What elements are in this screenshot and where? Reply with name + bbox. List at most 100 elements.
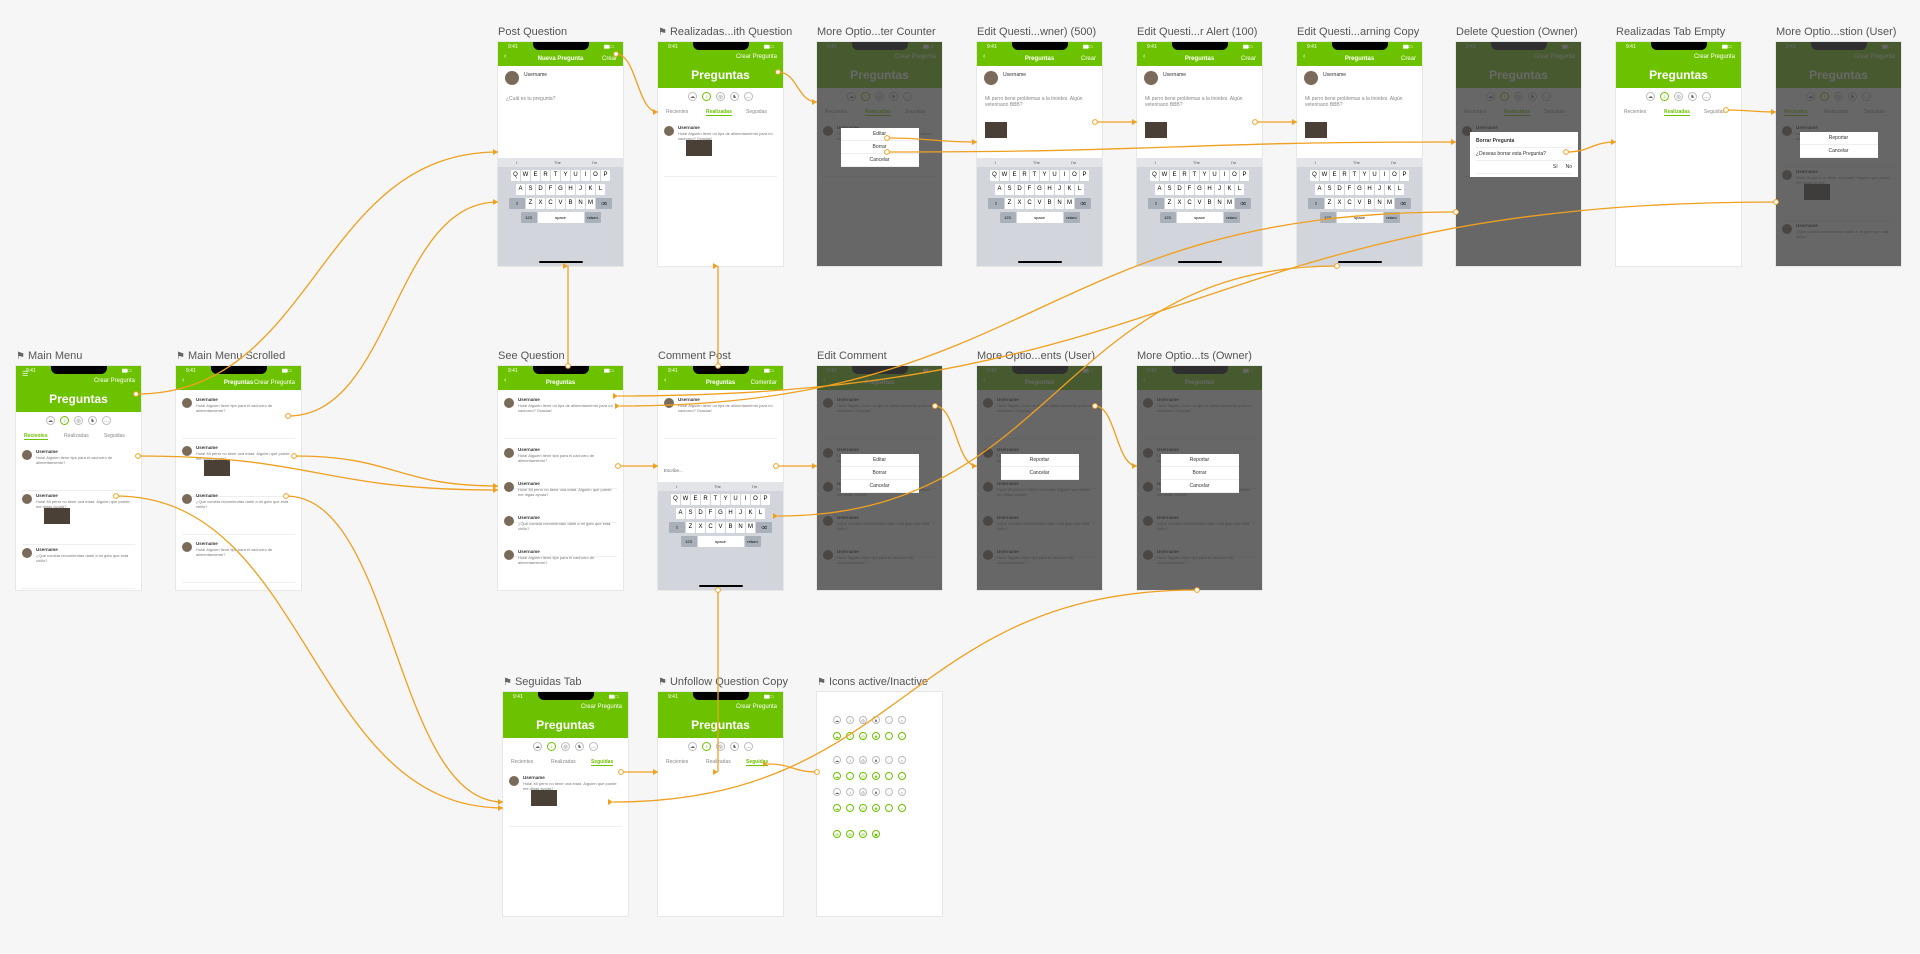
return-key[interactable]: return: [1223, 212, 1240, 223]
suggestion[interactable]: The: [1033, 160, 1040, 165]
option-cancelar[interactable]: Cancelar: [1160, 480, 1239, 493]
key-v[interactable]: V: [1035, 198, 1044, 209]
key-s[interactable]: S: [1325, 184, 1334, 195]
list-item[interactable]: Username¿Qué comida recomiendan darle a …: [182, 492, 295, 535]
key-b[interactable]: B: [726, 522, 735, 533]
key-m[interactable]: M: [746, 522, 755, 533]
cat-icon[interactable]: ♪: [702, 92, 711, 101]
key-o[interactable]: O: [1230, 170, 1239, 181]
key-r[interactable]: R: [1180, 170, 1189, 181]
key-v[interactable]: V: [1355, 198, 1364, 209]
key-c[interactable]: C: [546, 198, 555, 209]
key-n[interactable]: N: [1055, 198, 1064, 209]
key-h[interactable]: H: [1045, 184, 1054, 195]
key-b[interactable]: B: [566, 198, 575, 209]
shift-key[interactable]: ⇧: [669, 522, 685, 533]
nav-right-button[interactable]: Crear: [1400, 56, 1416, 62]
key-s[interactable]: S: [1165, 184, 1174, 195]
key-r[interactable]: R: [701, 494, 710, 505]
suggestion[interactable]: I: [516, 160, 518, 165]
key-b[interactable]: B: [1045, 198, 1054, 209]
key-y[interactable]: Y: [1200, 170, 1209, 181]
shift-key[interactable]: ⇧: [509, 198, 525, 209]
question-input[interactable]: Mi perro tiene problemas a la tiroides. …: [985, 96, 1083, 108]
key-y[interactable]: Y: [1040, 170, 1049, 181]
key-j[interactable]: J: [1055, 184, 1064, 195]
key-b[interactable]: B: [1365, 198, 1374, 209]
chevron-left-icon[interactable]: ‹: [504, 53, 507, 60]
key-v[interactable]: V: [1195, 198, 1204, 209]
tab-recientes[interactable]: Recientes: [24, 433, 48, 440]
key-f[interactable]: F: [1025, 184, 1034, 195]
suggestion[interactable]: I'm: [1231, 160, 1237, 165]
key-e[interactable]: E: [1010, 170, 1019, 181]
key-w[interactable]: W: [1160, 170, 1169, 181]
tab-realizadas[interactable]: Realizadas: [1664, 109, 1690, 116]
key-x[interactable]: X: [1335, 198, 1344, 209]
key-t[interactable]: T: [1030, 170, 1039, 181]
key-g[interactable]: G: [716, 508, 725, 519]
option-editar[interactable]: Editar: [840, 128, 919, 141]
key-d[interactable]: D: [536, 184, 545, 195]
key-x[interactable]: X: [536, 198, 545, 209]
nav-right-button[interactable]: Crear: [601, 56, 617, 62]
suggestion[interactable]: I: [995, 160, 997, 165]
key-c[interactable]: C: [1345, 198, 1354, 209]
question-input[interactable]: Mi perro tiene problemas a la tiroides. …: [1145, 96, 1243, 108]
option-sí[interactable]: Sí: [1552, 164, 1558, 170]
key-k[interactable]: K: [1385, 184, 1394, 195]
more-icon[interactable]: …: [744, 92, 753, 101]
key-p[interactable]: P: [601, 170, 610, 181]
nav-right-button[interactable]: Crear: [1240, 56, 1256, 62]
fish-icon[interactable]: ◎: [716, 92, 725, 101]
key-n[interactable]: N: [576, 198, 585, 209]
space-key[interactable]: space: [697, 536, 744, 547]
nav-right-button[interactable]: Crear: [1080, 56, 1096, 62]
key-q[interactable]: Q: [1310, 170, 1319, 181]
key-c[interactable]: C: [1025, 198, 1034, 209]
dog-icon[interactable]: ☁: [688, 92, 697, 101]
cat-icon[interactable]: ♪: [1660, 92, 1669, 101]
option-cancelar[interactable]: Cancelar: [840, 154, 919, 167]
key-t[interactable]: T: [1190, 170, 1199, 181]
key-r[interactable]: R: [1020, 170, 1029, 181]
key-l[interactable]: L: [1235, 184, 1244, 195]
space-key[interactable]: space: [1176, 212, 1223, 223]
key-f[interactable]: F: [1345, 184, 1354, 195]
space-key[interactable]: space: [1016, 212, 1063, 223]
space-key[interactable]: space: [1336, 212, 1383, 223]
cat-icon[interactable]: ♪: [547, 742, 556, 751]
suggestion[interactable]: I: [676, 484, 678, 489]
option-cancelar[interactable]: Cancelar: [1799, 145, 1878, 158]
tab-realizadas[interactable]: Realizadas: [551, 759, 576, 765]
key-m[interactable]: M: [586, 198, 595, 209]
shift-key[interactable]: ⇧: [1148, 198, 1164, 209]
key-a[interactable]: A: [676, 508, 685, 519]
key-e[interactable]: E: [531, 170, 540, 181]
option-borrar[interactable]: Borrar: [1160, 467, 1239, 480]
key-m[interactable]: M: [1225, 198, 1234, 209]
numbers-key[interactable]: 123: [680, 536, 697, 547]
key-d[interactable]: D: [1175, 184, 1184, 195]
question-input[interactable]: Mi perro tiene problemas a la tiroides. …: [1305, 96, 1403, 108]
key-a[interactable]: A: [995, 184, 1004, 195]
suggestion[interactable]: I'm: [1391, 160, 1397, 165]
suggestion[interactable]: The: [554, 160, 561, 165]
space-key[interactable]: space: [537, 212, 584, 223]
key-x[interactable]: X: [1015, 198, 1024, 209]
key-i[interactable]: I: [1220, 170, 1229, 181]
key-h[interactable]: H: [726, 508, 735, 519]
key-q[interactable]: Q: [990, 170, 999, 181]
tab-seguidas[interactable]: Seguidas: [746, 759, 769, 766]
key-o[interactable]: O: [591, 170, 600, 181]
key-y[interactable]: Y: [1360, 170, 1369, 181]
suggestion[interactable]: I: [1155, 160, 1157, 165]
key-i[interactable]: I: [741, 494, 750, 505]
